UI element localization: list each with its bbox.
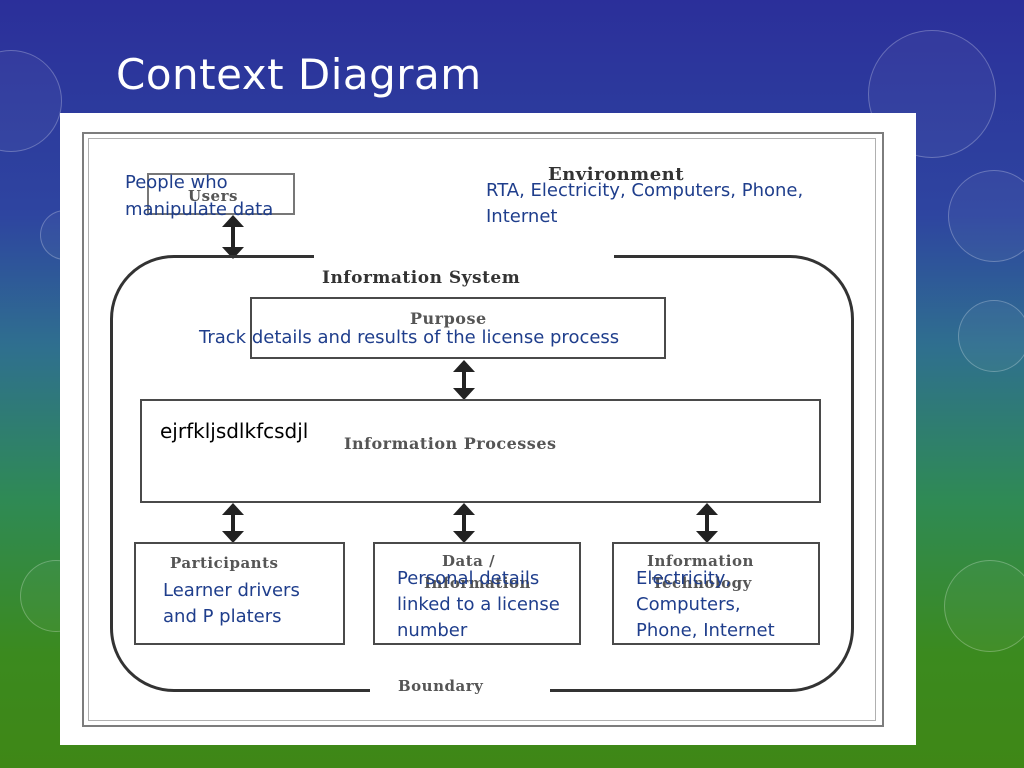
data-annotation: Personal details linked to a license num…	[397, 568, 560, 641]
boundary-gap	[370, 680, 550, 696]
system-label-gap	[314, 250, 614, 262]
system-label: Information System	[322, 268, 521, 288]
environment-inner-frame	[88, 138, 876, 721]
it-label-line1: Information	[647, 552, 754, 570]
it-annotation: Electricity, Computers, Phone, Internet	[636, 568, 775, 641]
users-system-arrow	[222, 215, 244, 259]
purpose-annotation: Track details and results of the license…	[199, 327, 620, 348]
environment-frame	[82, 132, 884, 727]
boundary-label: Boundary	[398, 677, 484, 695]
background-bubble	[948, 170, 1024, 262]
environment-annotation: RTA, Electricity, Computers, Phone, Inte…	[486, 180, 804, 227]
background-bubble	[958, 300, 1024, 372]
processes-participants-arrow	[222, 503, 244, 543]
slide-title: Context Diagram	[116, 50, 482, 99]
processes-box	[140, 399, 821, 503]
processes-annotation: ejrfkljsdlkfcsdjl	[160, 419, 309, 443]
purpose-label: Purpose	[410, 309, 487, 328]
background-bubble	[944, 560, 1024, 652]
it-label-line2: Technology	[652, 574, 752, 592]
participants-box	[134, 542, 345, 645]
environment-label: Environment	[548, 164, 685, 185]
data-box	[373, 542, 581, 645]
it-box	[612, 542, 820, 645]
data-label-line2: Information	[424, 574, 531, 592]
data-label-line1: Data /	[442, 552, 496, 570]
participants-annotation: Learner drivers and P platers	[163, 580, 300, 627]
processes-data-arrow	[453, 503, 475, 543]
processes-it-arrow	[696, 503, 718, 543]
processes-label: Information Processes	[344, 434, 557, 453]
purpose-processes-arrow	[453, 360, 475, 400]
background-bubble	[0, 50, 62, 152]
purpose-box	[250, 297, 666, 359]
users-label: Users	[188, 187, 238, 205]
users-annotation: People who manipulate data	[125, 172, 274, 220]
users-box	[147, 173, 295, 215]
participants-label: Participants	[170, 554, 279, 572]
